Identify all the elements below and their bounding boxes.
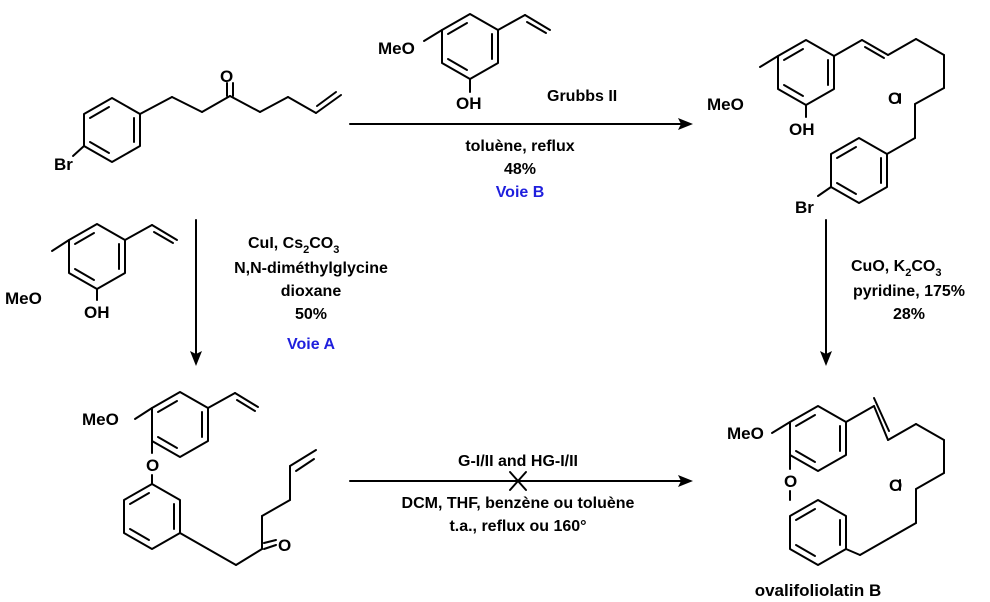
- ether-ketone-oxygen: O: [278, 536, 291, 555]
- product-ketone-oxygen: O: [888, 89, 901, 108]
- route-a-solvent: dioxane: [281, 283, 342, 300]
- ovalifoliolatin-b: O MeO O ovalifoliolatin B: [727, 397, 945, 600]
- grubbs-reagent: Grubbs II: [547, 88, 617, 105]
- starting-ketone: Br O: [54, 67, 342, 174]
- arrow-route-b: Grubbs II toluène, reflux 48% Voie B: [349, 88, 693, 201]
- route-b-solvent: toluène, reflux: [465, 138, 574, 155]
- metathesis-product: O MeO OH Br: [707, 38, 945, 217]
- ether-oxygen: O: [146, 456, 159, 475]
- rcm-reagents: G-I/II and HG-I/II: [458, 453, 578, 470]
- product-bromo-atom: Br: [795, 198, 814, 217]
- rcm-solvents: DCM, THF, benzène ou toluène: [402, 495, 635, 512]
- route-a-yield: 50%: [295, 306, 327, 323]
- route-a-ligand: N,N-diméthylglycine: [234, 260, 388, 277]
- arrow-route-a: CuI, Cs2CO3 N,N-diméthylglycine dioxane …: [190, 219, 388, 366]
- arrow-ullmann: CuO, K2CO3 pyridine, 175% 28%: [820, 219, 965, 366]
- ullmann-reagent: CuO, K2CO3: [851, 258, 941, 279]
- vinylguaiacol-left: MeO OH: [5, 223, 178, 322]
- left-hydroxy-label: OH: [84, 303, 110, 322]
- product-hydroxy-label: OH: [789, 120, 815, 139]
- left-methoxy-label: MeO: [5, 289, 42, 308]
- product-methoxy-label: MeO: [707, 95, 744, 114]
- bromo-atom: Br: [54, 155, 73, 174]
- rcm-conditions: t.a., reflux ou 160°: [449, 518, 586, 535]
- ullmann-yield: 28%: [893, 306, 925, 323]
- macrocycle-ether-oxygen: O: [784, 472, 797, 491]
- product-name: ovalifoliolatin B: [755, 581, 882, 600]
- ullmann-conditions: pyridine, 175%: [853, 283, 965, 300]
- macrocycle-methoxy-label: MeO: [727, 424, 764, 443]
- ether-methoxy-label: MeO: [82, 410, 119, 429]
- ketone-oxygen: O: [220, 67, 233, 86]
- route-a-reagent: CuI, Cs2CO3: [248, 235, 339, 256]
- diaryl-ether-intermediate: MeO O O: [82, 391, 317, 566]
- methoxy-label: MeO: [378, 39, 415, 58]
- route-b-label: Voie B: [496, 184, 545, 201]
- arrow-rcm-failed: G-I/II and HG-I/II DCM, THF, benzène ou …: [349, 453, 693, 535]
- macrocycle-ketone-oxygen: O: [889, 476, 902, 495]
- route-b-yield: 48%: [504, 161, 536, 178]
- route-a-label: Voie A: [287, 336, 335, 353]
- vinylguaiacol-top: MeO OH: [378, 13, 551, 113]
- hydroxy-label: OH: [456, 94, 482, 113]
